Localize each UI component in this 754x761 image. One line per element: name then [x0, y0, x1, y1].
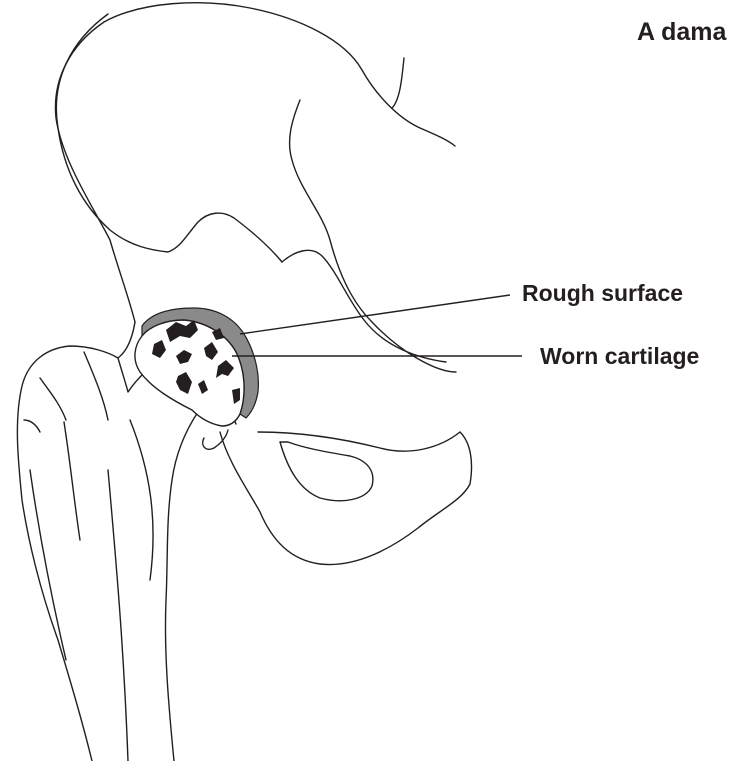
pelvis-bone: [55, 3, 471, 565]
rough-surface-leader: [240, 295, 510, 334]
rough-surface-label: Rough surface: [522, 280, 683, 306]
worn-cartilage-label: Worn cartilage: [540, 343, 699, 369]
diagram-title: A dama: [637, 18, 727, 46]
femoral-head: [135, 308, 258, 426]
